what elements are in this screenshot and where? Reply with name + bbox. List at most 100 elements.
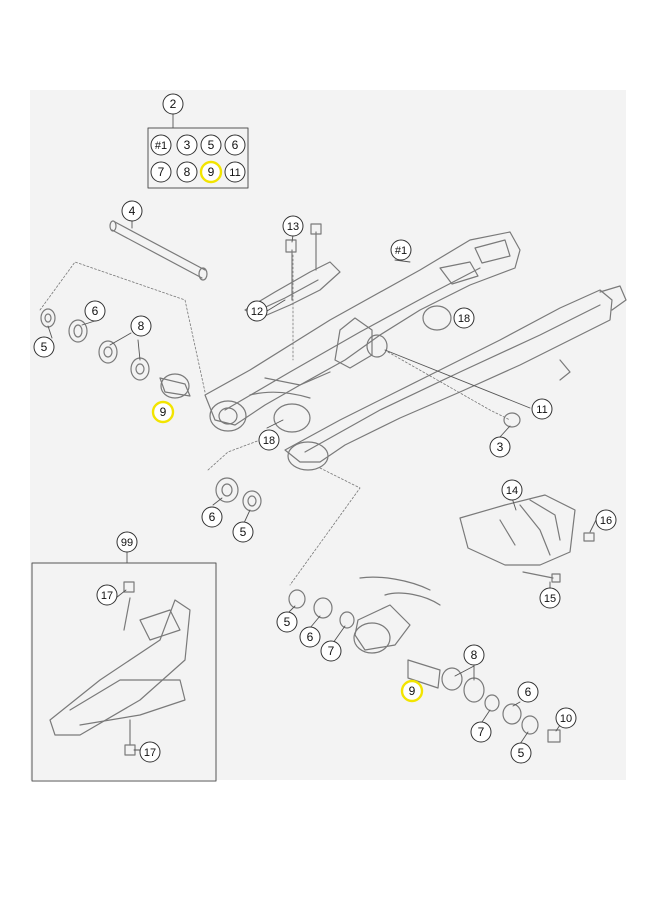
callout-kit-9: 9 — [199, 160, 223, 184]
lower-pivot-drawing — [287, 441, 329, 471]
callout-text: 11 — [536, 404, 547, 416]
callout-circle — [299, 626, 321, 648]
callout-circle — [33, 336, 55, 358]
callout-text: 7 — [158, 165, 165, 179]
callout-c8a: 8 — [130, 315, 152, 337]
callout-text: 17 — [144, 747, 156, 759]
callout-c6d: 6 — [517, 681, 539, 703]
callout-c5d: 5 — [510, 742, 532, 764]
callout-circle — [224, 161, 246, 183]
callout-circle — [539, 587, 561, 609]
callout-circle — [176, 134, 198, 156]
callout-kit-5: 5 — [200, 134, 222, 156]
callout-text: 12 — [251, 306, 263, 318]
callout-c99: 99 — [116, 531, 138, 553]
callout-text: 6 — [307, 630, 314, 644]
callout-circle — [276, 611, 298, 633]
callout-c5a: 5 — [33, 336, 55, 358]
callout-c7b: 7 — [470, 721, 492, 743]
callout-circle — [595, 509, 617, 531]
callout-c6a: 6 — [84, 300, 106, 322]
callout-text: 5 — [518, 746, 525, 760]
bearing-6-mid-drawing — [215, 477, 239, 503]
callout-c2: 2 — [162, 93, 184, 115]
bolt-15-drawing — [522, 571, 554, 579]
callout-text: 9 — [208, 165, 215, 179]
callout-circle — [489, 436, 511, 458]
callout-circle — [201, 506, 223, 528]
part-3-washer-drawing — [503, 412, 521, 428]
callout-circle — [258, 429, 280, 451]
callout-kit-11: 11 — [224, 161, 246, 183]
callout-circle — [150, 134, 172, 156]
callout-text: 7 — [478, 725, 485, 739]
callout-c17a: 17 — [96, 584, 118, 606]
callout-circle — [390, 239, 412, 261]
part-11-pivot-drawing — [366, 334, 388, 358]
callout-circle — [246, 300, 268, 322]
callout-c3: 3 — [489, 436, 511, 458]
callout-text: 18 — [458, 313, 470, 325]
chain-adjuster-lower-drawing — [273, 403, 311, 433]
callout-circle — [282, 215, 304, 237]
screw-16-drawing — [583, 532, 595, 542]
left-bearing-set-drawing — [40, 308, 191, 399]
callout-circle — [96, 584, 118, 606]
callout-text: #1 — [155, 140, 167, 152]
highlight-circle — [151, 400, 175, 424]
callout-text: 6 — [209, 510, 216, 524]
callout-circle — [150, 161, 172, 183]
callout-text: 5 — [240, 525, 247, 539]
callout-text: 6 — [525, 685, 532, 699]
callout-circle — [320, 640, 342, 662]
swingarm-drawing — [204, 231, 627, 463]
callout-text: #1 — [395, 245, 407, 257]
callout-c13: 13 — [282, 215, 304, 237]
callout-circle — [162, 93, 184, 115]
callout-text: 7 — [328, 644, 335, 658]
callout-text: 17 — [101, 590, 113, 602]
callout-c11: 11 — [531, 398, 553, 420]
callout-circle — [224, 134, 246, 156]
pivot-bushing-drawing — [209, 400, 247, 432]
callout-text: 4 — [129, 204, 136, 218]
chain-adjuster-upper-drawing — [422, 305, 452, 331]
callout-c5b: 5 — [232, 521, 254, 543]
callout-text: 99 — [121, 537, 133, 549]
highlight-circle — [199, 160, 223, 184]
callout-text: 9 — [160, 405, 167, 419]
callout-c6c: 6 — [299, 626, 321, 648]
callout-text: 2 — [170, 97, 177, 111]
callout-circle — [139, 741, 161, 763]
callout-kit-3: 3 — [176, 134, 198, 156]
callout-text: 10 — [560, 713, 572, 725]
callout-text: 13 — [287, 221, 299, 233]
callout-c5c: 5 — [276, 611, 298, 633]
callout-c7a: 7 — [320, 640, 342, 662]
callout-text: 8 — [471, 648, 478, 662]
callout-circle — [510, 742, 532, 764]
callout-circle — [470, 721, 492, 743]
callout-text: 6 — [92, 304, 99, 318]
callout-c9a: 9 — [151, 400, 175, 424]
pivot-shaft-drawing — [109, 220, 208, 281]
callout-circle — [130, 315, 152, 337]
callout-c10: 10 — [555, 707, 577, 729]
callout-text: 6 — [232, 138, 239, 152]
callout-text: 15 — [544, 593, 556, 605]
callout-text: 3 — [497, 440, 504, 454]
callout-text: 11 — [229, 167, 240, 179]
highlight-circle — [400, 679, 424, 703]
callout-c14: 14 — [501, 479, 523, 501]
callout-text: 16 — [600, 515, 612, 527]
callout-circle — [121, 200, 143, 222]
callout-text: 3 — [184, 138, 191, 152]
callout-kit-1: #1 — [150, 134, 172, 156]
seal-5-mid-drawing — [242, 490, 262, 512]
callout-circle — [501, 479, 523, 501]
callout-kit-8: 8 — [176, 161, 198, 183]
callout-c9b: 9 — [400, 679, 424, 703]
callout-c16: 16 — [595, 509, 617, 531]
